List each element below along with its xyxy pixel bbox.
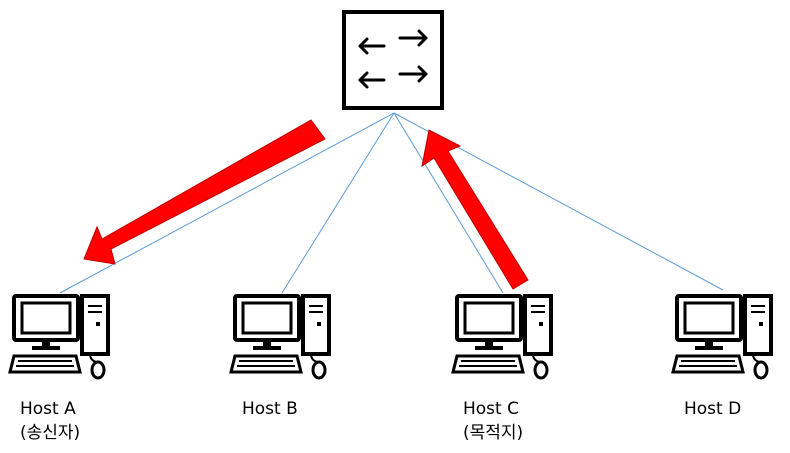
- host-a-name: Host A: [20, 399, 76, 419]
- host-b-computer-icon: [229, 294, 331, 380]
- host-c-name: Host C: [463, 399, 519, 419]
- arrow-switch-to-host-a: [83, 119, 326, 265]
- host-a-computer-icon: [8, 294, 110, 380]
- host-c-computer-icon: [451, 294, 553, 380]
- arrow-host-c-to-switch: [421, 129, 529, 290]
- host-a-role: (송신자): [20, 423, 80, 443]
- switch-icon: [342, 10, 444, 110]
- host-d-name: Host D: [684, 399, 741, 419]
- link-switch-host-c: [393, 112, 504, 294]
- host-b-name: Host B: [242, 399, 298, 419]
- link-switch-host-a: [59, 112, 395, 294]
- link-switch-host-b: [281, 112, 395, 294]
- host-c-role: (목적지): [463, 423, 523, 443]
- host-d-computer-icon: [671, 294, 773, 380]
